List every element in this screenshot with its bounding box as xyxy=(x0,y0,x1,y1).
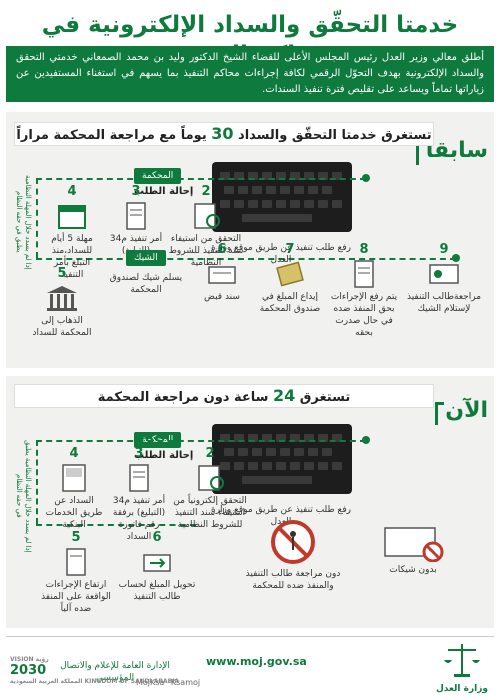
checklist-icon xyxy=(198,465,224,491)
now-step-4: 4 السداد عن طريق الخدمات البنكية xyxy=(45,446,103,530)
document-icon xyxy=(126,202,146,230)
now-no-visit: دون مراجعة طالب التنفيذ والمنفذ ضده للمح… xyxy=(238,516,348,592)
headline-pre: تستغرق خدمتا التحقّق والسداد xyxy=(238,128,432,143)
headline-post: ساعة دون مراجعة المحكمة xyxy=(97,390,269,405)
no-entry-icon xyxy=(271,520,315,564)
before-cheque-step: يسلم شيك لصندوق المحكمة xyxy=(109,273,183,295)
now-step-5: 5 ارتفاع الإجراءات الواقعة على المنفذ ضد… xyxy=(41,530,111,614)
ministry-logo: وزارة العدل xyxy=(434,640,490,696)
now-step-6: 6 تحويل المبلغ لحساب طالب التنفيذ xyxy=(118,530,196,602)
before-step-1: رفع طلب تنفيذ عن طريق موقع وزارة العدل xyxy=(211,243,351,265)
now-step-1: رفع طلب تنفيذ عن طريق موقع وزارة العدل xyxy=(211,505,351,527)
cheque-tag: الشيك xyxy=(126,250,166,266)
now-step-3: 3 أمر تنفيذ م34 (التبليغ) برفقة رقم فاتو… xyxy=(112,446,166,542)
keyboard-icon xyxy=(212,424,352,494)
section-before: سابقاً تستغرق خدمتا التحقّق والسداد 30 ي… xyxy=(6,112,494,368)
transfer-icon xyxy=(143,554,171,572)
scales-icon xyxy=(444,644,480,677)
now-step-2: 2 التحقق إلكترونياً من استيفاء سند التنف… xyxy=(173,446,247,530)
document-icon xyxy=(66,548,86,576)
before-headline: تستغرق خدمتا التحقّق والسداد 30 يوماً مع… xyxy=(14,122,434,146)
before-step-8: 8 يتم رفع الإجراءات بحق المنفذ ضده في حا… xyxy=(330,242,398,338)
checklist-icon xyxy=(194,203,220,229)
social-handle-1[interactable]: MojKsa xyxy=(136,678,165,687)
keyboard-icon xyxy=(212,162,352,232)
now-side-note: إذا لم يسدد خلال المهلة النظامية يطبق في… xyxy=(15,439,32,553)
now-headline: تستغرق 24 ساعة دون مراجعة المحكمة xyxy=(14,384,434,408)
vision-2030-logo: VISION رؤية 2030 المملكة العربية السعودي… xyxy=(10,656,180,685)
website-link[interactable]: www.moj.gov.sa xyxy=(206,655,307,668)
now-label: الآن xyxy=(435,398,488,425)
atm-icon xyxy=(62,464,86,492)
no-cheque-icon xyxy=(384,527,444,562)
cash-icon xyxy=(276,261,304,287)
court-tag: المحكمة xyxy=(134,168,182,184)
section-now: الآن تستغرق 24 ساعة دون مراجعة المحكمة ا… xyxy=(6,376,494,628)
department-name: الإدارة العامة للإعلام والاتصال المؤسسي xyxy=(60,661,170,683)
id-card-icon xyxy=(429,264,459,284)
headline-number: 30 xyxy=(211,124,234,143)
document-icon xyxy=(354,260,374,288)
before-step-5: 5 الذهاب إلى المحكمة للسداد xyxy=(32,266,92,338)
receipt-icon xyxy=(208,266,236,284)
social-handle-2[interactable]: Ksamoj xyxy=(170,678,201,687)
building-icon xyxy=(47,286,77,311)
transfer-label: إحالة الطلب xyxy=(134,450,194,461)
transfer-label: إحالة الطلب xyxy=(134,186,194,197)
intro-banner: أطلق معالي وزير العدل رئيس المجلس الأعلى… xyxy=(6,46,494,102)
before-step-6: 6 سند قبض xyxy=(204,242,240,302)
document-icon xyxy=(129,464,149,492)
before-step-7: 7 إيداع المبلغ في صندوق المحكمة xyxy=(259,242,321,314)
headline-post: يوماً مع مراجعة المحكمة مراراً xyxy=(16,128,207,143)
before-step-9: 9 مراجعةطالب التنفيذ لإستلام الشيك xyxy=(406,242,482,314)
headline-pre: تستغرق xyxy=(299,390,351,405)
now-no-cheques: بدون شيكات xyxy=(358,520,468,576)
before-step-4: 4 مهلة 5 أيام للسداد،منذ التبلغ بأمر الت… xyxy=(51,184,93,280)
calendar-icon xyxy=(58,205,86,229)
before-side-note: إذا لم يسدد خلال المهلة النظامية يطبق في… xyxy=(15,174,32,270)
headline-number: 24 xyxy=(272,386,296,405)
social-links: MojKsa Ksamoj xyxy=(136,678,204,687)
before-step-3: 3 أمر تنفيذ م34 (التبليغ) xyxy=(109,184,163,256)
before-step-2: 2 التحقق من استيفاء سند التنفيذ للشروط ا… xyxy=(168,184,244,268)
before-label: سابقاً xyxy=(415,138,488,165)
